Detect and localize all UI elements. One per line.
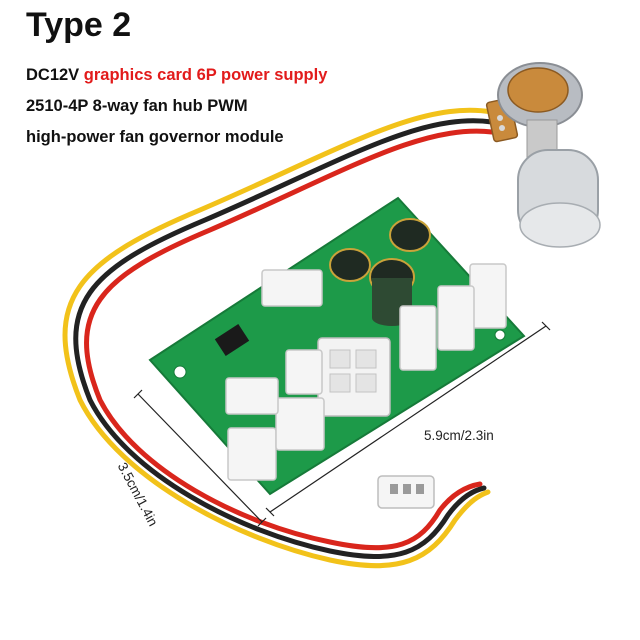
spec-voltage: DC12V bbox=[26, 66, 84, 84]
dimension-lines bbox=[133, 321, 551, 527]
power-connector-6p bbox=[317, 337, 391, 417]
width-dimension-label: 5.9cm/2.3in bbox=[424, 428, 494, 443]
spec-power-source: graphics card 6P power supply bbox=[83, 66, 328, 84]
pcb-board bbox=[148, 196, 526, 496]
spec-line-power: DC12V graphics card 6P power supply bbox=[26, 66, 327, 85]
fan-plug bbox=[377, 475, 435, 509]
fan-headers bbox=[225, 263, 507, 481]
spec-line-hub: 2510-4P 8-way fan hub PWM bbox=[26, 97, 248, 115]
product-title: Type 2 bbox=[26, 6, 132, 44]
potentiometer bbox=[485, 62, 601, 248]
wire-bundle bbox=[62, 107, 495, 569]
spec-line-module: high-power fan governor module bbox=[26, 128, 284, 146]
